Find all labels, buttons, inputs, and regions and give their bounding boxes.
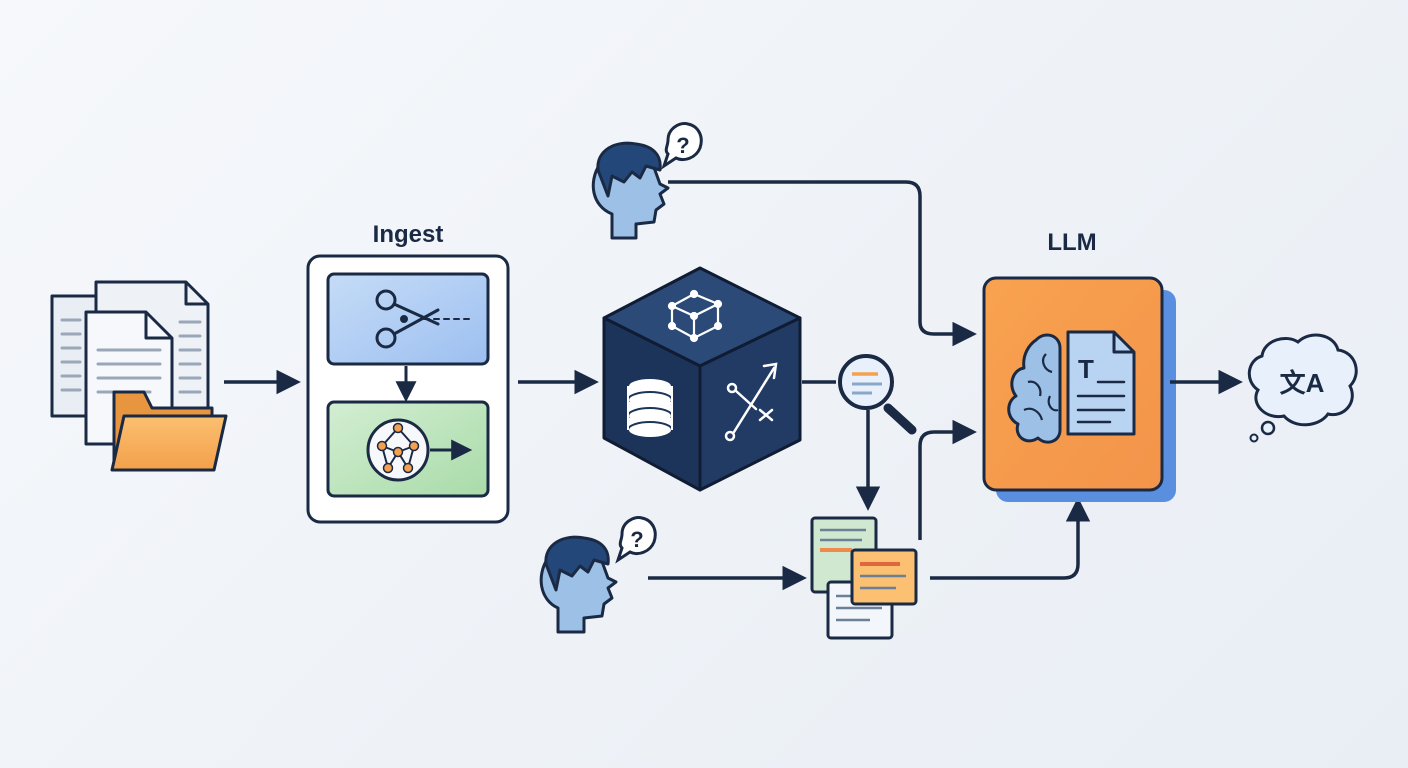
graph-network-icon — [366, 418, 473, 482]
embedding-panel — [326, 400, 490, 498]
llm-label: LLM — [1047, 229, 1096, 256]
question-mark-top: ? — [676, 133, 689, 158]
vector-store-cube — [602, 266, 802, 492]
user-head-icon-bottom — [539, 535, 618, 634]
database-icon — [627, 377, 673, 439]
question-bubble-icon-top: ? — [661, 122, 703, 170]
user-head-icon-top — [591, 141, 670, 240]
folder-icon — [110, 390, 228, 472]
arrow-query-to-llm — [668, 180, 977, 347]
arrow-docs-to-llm-bottom — [930, 497, 1091, 580]
vector-arrow-icon — [724, 362, 778, 442]
question-mark-bottom: ? — [630, 527, 643, 552]
llm-document-icon — [1066, 330, 1136, 436]
chunking-panel — [326, 272, 490, 366]
brain-icon — [1007, 333, 1062, 444]
magnifier-icon — [838, 354, 917, 435]
arrow-docs-to-llm-side — [918, 419, 977, 540]
ingest-label: Ingest — [373, 221, 444, 248]
vector-cube-icon — [667, 289, 723, 343]
output-glyph: 文A — [1280, 368, 1325, 398]
retrieved-docs-icon — [810, 516, 918, 640]
scissors-icon — [375, 289, 471, 349]
question-bubble-icon-bottom: ? — [615, 516, 657, 564]
translate-bubble-icon: 文A — [1247, 333, 1358, 443]
llm-doc-glyph: T — [1078, 354, 1094, 384]
